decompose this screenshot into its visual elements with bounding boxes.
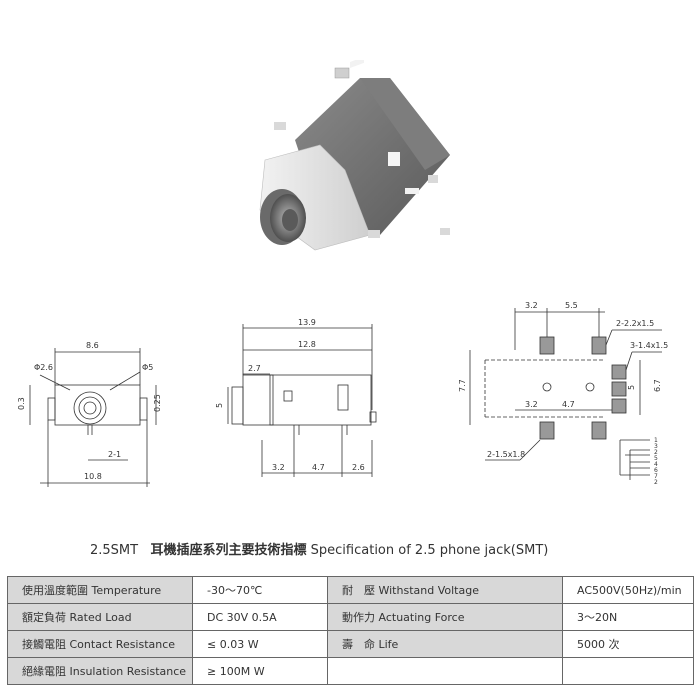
front-view — [29, 348, 157, 487]
spec-value: AC500V(50Hz)/min — [562, 576, 694, 604]
front-hole-large: Φ5 — [142, 363, 153, 372]
spec-title: 2.5SMT 耳機插座系列主要技術指標 Specification of 2.5… — [90, 539, 548, 558]
spec-value: ≥ 100M W — [192, 657, 328, 685]
fp-pad-small: 3-1.4x1.5 — [630, 341, 668, 350]
fp-mid-a: 3.2 — [525, 400, 538, 409]
fp-height-left: 7.7 — [458, 379, 467, 392]
fp-pin-label: 5 — [654, 455, 658, 462]
fp-pin-label: 2 — [654, 479, 658, 486]
spec-label: 絕緣電阻 Insulation Resistance — [7, 657, 193, 685]
side-length-body: 12.8 — [298, 340, 316, 349]
title-english: Specification of 2.5 phone jack(SMT) — [310, 543, 549, 558]
spec-value: 3～20N — [562, 603, 694, 631]
spec-label: 耐 壓 Withstand Voltage — [327, 576, 563, 604]
front-pin-offset: 2-1 — [108, 450, 121, 459]
spec-value: -30～70℃ — [192, 576, 328, 604]
technical-drawings: 8.6 10.8 Φ2.6 Φ5 2-1 0.3 0.25 13.9 12.8 … — [17, 301, 668, 487]
front-width-overall: 10.8 — [84, 472, 102, 481]
front-hole-small: Φ2.6 — [34, 363, 53, 372]
fp-height-right: 6.7 — [653, 379, 662, 392]
fp-mid-gap: 5 — [627, 385, 636, 390]
fp-pin-label: 1 — [654, 437, 658, 444]
product-photo — [259, 60, 450, 251]
table-row: 絕緣電阻 Insulation Resistance ≥ 100M W — [7, 657, 694, 685]
table-row: 使用溫度範圍 Temperature -30～70℃ 耐 壓 Withstand… — [7, 576, 694, 604]
side-pitch-c: 2.6 — [352, 463, 365, 472]
side-pitch-b: 4.7 — [312, 463, 325, 472]
fp-pin-label: 3 — [654, 443, 658, 450]
front-width-top: 8.6 — [86, 341, 99, 350]
table-row: 額定負荷 Rated Load DC 30V 0.5A 動作力 Actuatin… — [7, 603, 694, 631]
spec-label: 額定負荷 Rated Load — [7, 603, 193, 631]
fp-pin-label: 2 — [654, 449, 658, 456]
fp-pin-label: 6 — [654, 467, 658, 474]
table-row: 接觸電阻 Contact Resistance ≤ 0.03 W 壽 命 Lif… — [7, 630, 694, 658]
fp-hole-spec: 2-1.5x1.8 — [487, 450, 525, 459]
side-view — [227, 324, 377, 477]
spec-empty-cell — [327, 657, 563, 685]
spec-label: 接觸電阻 Contact Resistance — [7, 630, 193, 658]
spec-label: 壽 命 Life — [327, 630, 563, 658]
fp-pad-large: 2-2.2x1.5 — [616, 319, 654, 328]
fp-mid-b: 4.7 — [562, 400, 575, 409]
title-prefix: 2.5SMT — [90, 543, 139, 558]
spec-label: 動作力 Actuating Force — [327, 603, 563, 631]
spec-label: 使用溫度範圍 Temperature — [7, 576, 193, 604]
title-chinese: 耳機插座系列主要技術指標 — [150, 543, 307, 558]
side-pitch-a: 3.2 — [272, 463, 285, 472]
fp-top-b: 5.5 — [565, 301, 578, 310]
spec-value: 5000 次 — [562, 630, 694, 658]
footprint-view — [469, 308, 662, 480]
front-right-offset: 0.25 — [153, 394, 162, 412]
spec-value: DC 30V 0.5A — [192, 603, 328, 631]
front-left-offset: 0.3 — [17, 397, 26, 410]
fp-pin-label: 7 — [654, 473, 658, 480]
side-height: 5 — [215, 403, 224, 408]
fp-pin-label: 4 — [654, 461, 658, 468]
side-length-overall: 13.9 — [298, 318, 316, 327]
fp-top-a: 3.2 — [525, 301, 538, 310]
side-nose: 2.7 — [248, 364, 261, 373]
spec-empty-cell — [562, 657, 694, 685]
spec-table: 使用溫度範圍 Temperature -30～70℃ 耐 壓 Withstand… — [7, 576, 694, 685]
spec-value: ≤ 0.03 W — [192, 630, 328, 658]
